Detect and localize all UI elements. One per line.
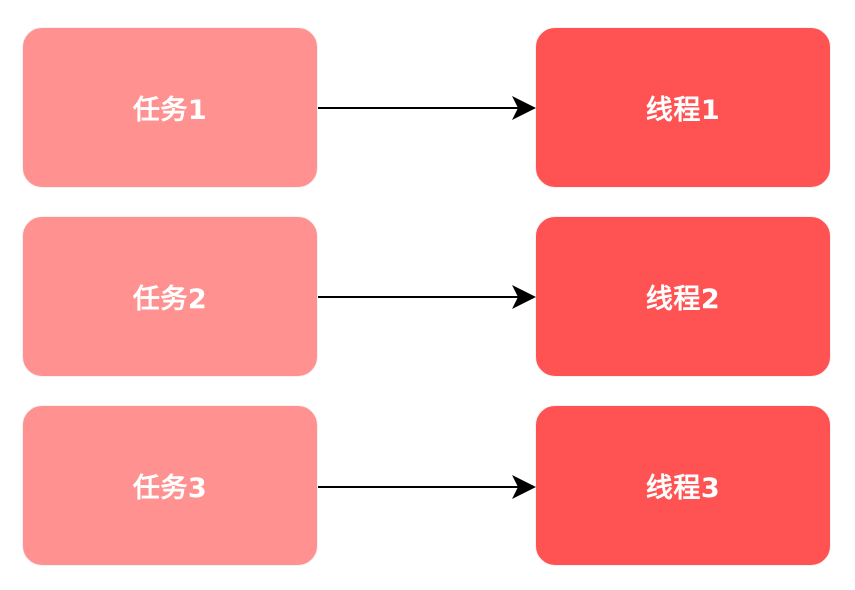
thread-label-2: 线程2 [645,284,721,315]
thread-label-3: 线程3 [645,473,721,504]
arrow-3 [318,475,536,499]
task-label-1: 任务1 [132,95,208,126]
arrow-2-head [512,285,536,309]
task-label-2: 任务2 [132,284,208,315]
task-box-1: 任务1 [22,27,318,188]
task-box-2: 任务2 [22,216,318,377]
arrow-1 [318,96,536,120]
arrow-2 [318,285,536,309]
thread-box-2: 线程2 [535,216,831,377]
task-label-3: 任务3 [132,473,208,504]
arrow-3-head [512,475,536,499]
thread-box-1: 线程1 [535,27,831,188]
thread-label-1: 线程1 [645,95,721,126]
thread-box-3: 线程3 [535,405,831,566]
arrow-1-head [512,96,536,120]
task-box-3: 任务3 [22,405,318,566]
